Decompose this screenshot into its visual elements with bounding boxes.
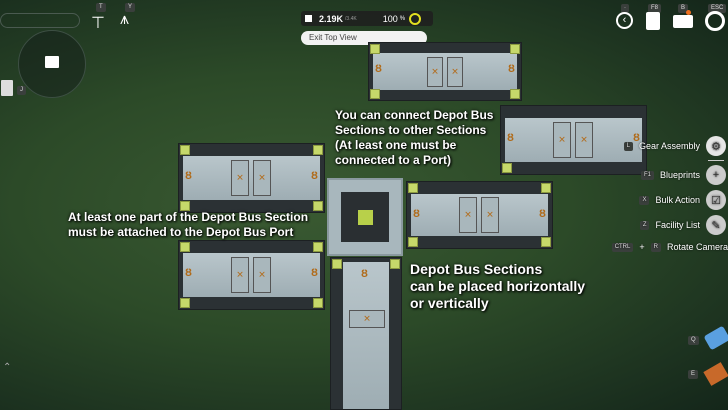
key-hint-y: Y bbox=[125, 3, 136, 12]
hierarchy-icon[interactable]: ⊤ bbox=[91, 15, 105, 32]
plus-sign: + bbox=[639, 242, 645, 252]
key-hint-f8: F8 bbox=[648, 4, 662, 13]
menu-facility-list[interactable]: Z Facility List ✎ bbox=[639, 215, 726, 235]
caption-line: You can connect Depot Bus bbox=[335, 108, 494, 122]
caption-attach: At least one part of the Depot Bus Secti… bbox=[68, 210, 308, 240]
caption-line: At least one part of the Depot Bus Secti… bbox=[68, 210, 309, 224]
caption-line: or vertically bbox=[410, 295, 489, 311]
caption-line: Depot Bus Sections bbox=[410, 261, 543, 277]
back-icon[interactable]: ‹ bbox=[616, 12, 633, 29]
inventory-icon[interactable] bbox=[673, 15, 693, 28]
key-hint-q: Q bbox=[688, 336, 699, 345]
notes-icon[interactable] bbox=[1, 80, 13, 96]
menu-divider bbox=[708, 160, 724, 161]
power-max: /3.4K bbox=[345, 15, 357, 22]
menu-blueprints[interactable]: F1 Blueprints + bbox=[640, 165, 726, 185]
tower-icon[interactable]: ⩚ bbox=[120, 11, 130, 28]
blueprint-add-icon: + bbox=[706, 165, 726, 185]
key-hint-e: E bbox=[688, 370, 699, 379]
notification-dot bbox=[686, 10, 691, 15]
power-status-icon bbox=[409, 12, 422, 25]
caption-line: connected to a Port) bbox=[335, 153, 452, 167]
depot-bus-section-left-upper[interactable]: ȢȢ bbox=[178, 143, 325, 213]
depot-bus-section-vertical[interactable]: Ȣ bbox=[330, 257, 402, 410]
caption-line: (At least one must be bbox=[335, 138, 457, 152]
key-hint-t: T bbox=[96, 3, 106, 12]
platform-item-icon[interactable] bbox=[703, 362, 728, 386]
key-hint: Z bbox=[639, 220, 650, 230]
caption-line: Sections to other Sections bbox=[335, 123, 487, 137]
key-hint-j: J bbox=[17, 86, 26, 95]
depot-bus-port[interactable] bbox=[327, 178, 403, 256]
key-hint-ctrl: CTRL bbox=[611, 242, 634, 252]
menu-gear-assembly[interactable]: L Gear Assembly ⚙ bbox=[623, 136, 726, 156]
clipboard-icon[interactable] bbox=[646, 12, 660, 30]
menu-label: Gear Assembly bbox=[638, 141, 700, 151]
key-hint-back: · bbox=[621, 4, 629, 13]
menu-label: Facility List bbox=[655, 220, 700, 230]
exit-label: Exit Top View bbox=[309, 33, 357, 42]
depot-bus-item-icon[interactable] bbox=[703, 325, 728, 351]
depot-bus-section-right-middle[interactable]: ȢȢ bbox=[406, 181, 553, 249]
key-hint-b: B bbox=[678, 4, 689, 13]
gear-assembly-icon: ⚙ bbox=[706, 136, 726, 156]
depot-bus-section-left-lower[interactable]: ȢȢ bbox=[178, 240, 325, 310]
rotate-camera-hint[interactable]: CTRL + R Rotate Camera bbox=[611, 242, 728, 252]
key-hint: X bbox=[639, 195, 650, 205]
menu-label: Bulk Action bbox=[655, 195, 700, 205]
depot-bus-section-right-upper[interactable]: ȢȢ bbox=[500, 105, 647, 175]
caption-line: must be attached to the Depot Bus Port bbox=[68, 225, 294, 239]
power-bar: 2.19K /3.4K 100 % bbox=[301, 11, 433, 26]
key-hint: F1 bbox=[640, 170, 654, 180]
map-search-icon[interactable] bbox=[45, 56, 59, 68]
percent-unit: % bbox=[399, 15, 406, 22]
port-center-icon bbox=[358, 210, 373, 225]
key-hint: L bbox=[623, 141, 633, 151]
power-current: 2.19K bbox=[319, 13, 344, 24]
depot-bus-section-top[interactable]: ȢȢ bbox=[368, 42, 522, 101]
power-percent: 100 bbox=[382, 13, 398, 24]
bulk-action-icon: ☑ bbox=[706, 190, 726, 210]
rotate-label: Rotate Camera bbox=[666, 242, 728, 252]
menu-label: Blueprints bbox=[659, 170, 700, 180]
key-hint-esc: ESC bbox=[708, 4, 727, 13]
exit-top-view-button[interactable]: Exit Top View bbox=[301, 31, 427, 45]
caption-line: can be placed horizontally bbox=[410, 278, 586, 294]
key-hint-r: R bbox=[650, 242, 661, 252]
expand-icon[interactable]: ⌃ bbox=[3, 362, 12, 373]
search-bar[interactable] bbox=[0, 13, 80, 28]
menu-bulk-action[interactable]: X Bulk Action ☑ bbox=[639, 190, 726, 210]
tools-icon: ✎ bbox=[706, 215, 726, 235]
power-icon bbox=[305, 15, 312, 22]
settings-gear-icon[interactable] bbox=[705, 11, 725, 31]
